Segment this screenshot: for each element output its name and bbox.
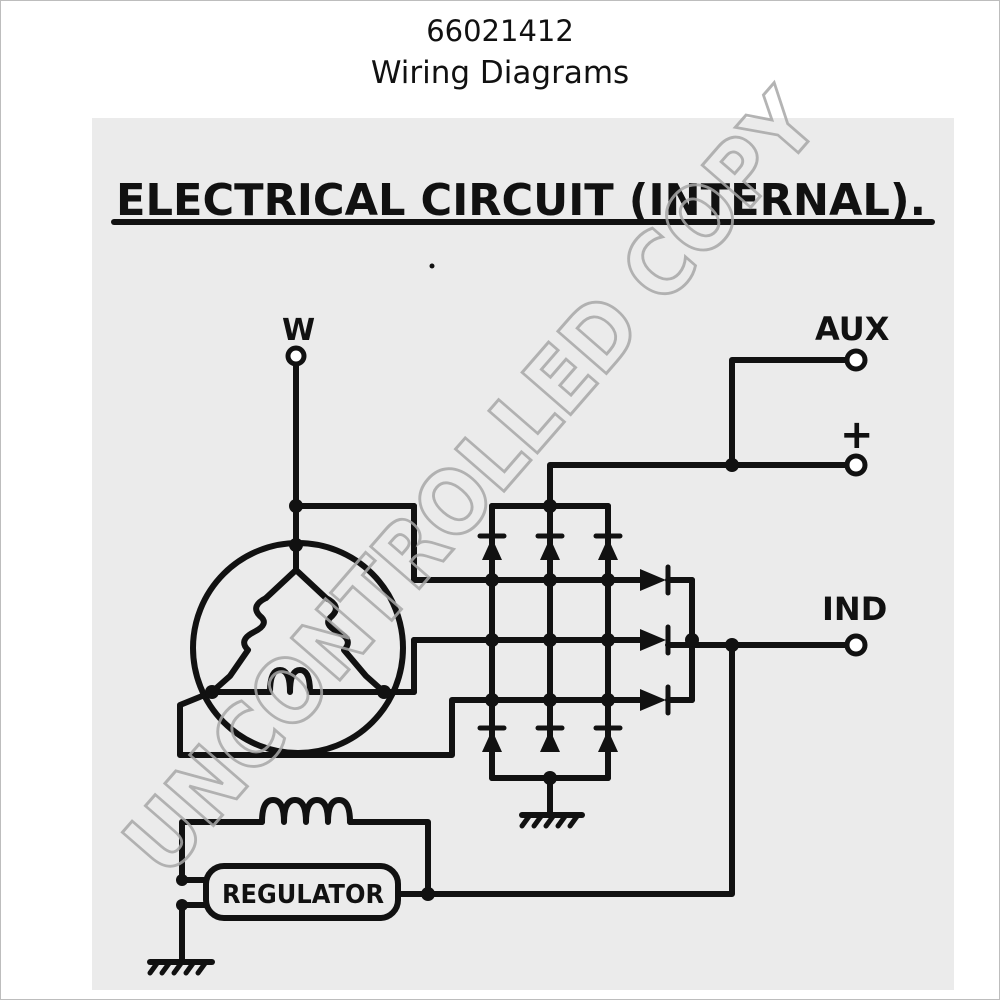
- diode-negative-1: [482, 730, 502, 752]
- diode-field-2: [640, 629, 666, 651]
- diode-field-3: [640, 689, 666, 711]
- ground-symbol-rectifier: [519, 812, 585, 829]
- terminal-ind-label: IND: [822, 590, 887, 628]
- terminal-w-label: W: [282, 313, 315, 348]
- terminal-ind: [844, 633, 868, 657]
- terminal-w: [285, 345, 307, 367]
- junction-dots: [176, 263, 739, 911]
- terminal-aux-label: AUX: [815, 310, 890, 348]
- regulator-box: [203, 863, 401, 921]
- scanned-diagram-area: [92, 118, 954, 990]
- aux-wiring: [729, 357, 855, 468]
- field-diodes: [640, 564, 855, 716]
- diode-negative-3: [598, 730, 618, 752]
- field-winding: [179, 797, 431, 897]
- negative-diodes: [477, 725, 623, 752]
- diode-positive-1: [482, 538, 502, 560]
- diode-positive-3: [598, 538, 618, 560]
- positive-diodes: [477, 533, 623, 560]
- ground-symbol-regulator: [147, 959, 215, 976]
- document-number: 66021412: [426, 14, 574, 48]
- regulator-label: REGULATOR: [222, 880, 384, 910]
- document-title: Wiring Diagrams: [370, 55, 630, 91]
- terminal-aux: [844, 348, 868, 372]
- diode-positive-2: [540, 538, 560, 560]
- stator-windings: [209, 542, 387, 695]
- circuit-heading: ELECTRICAL CIRCUIT (INTERNAL).: [116, 175, 926, 226]
- terminal-plus: [844, 453, 868, 477]
- diode-field-1: [640, 569, 666, 591]
- terminal-plus-label: +: [840, 412, 874, 458]
- diode-negative-2: [540, 730, 560, 752]
